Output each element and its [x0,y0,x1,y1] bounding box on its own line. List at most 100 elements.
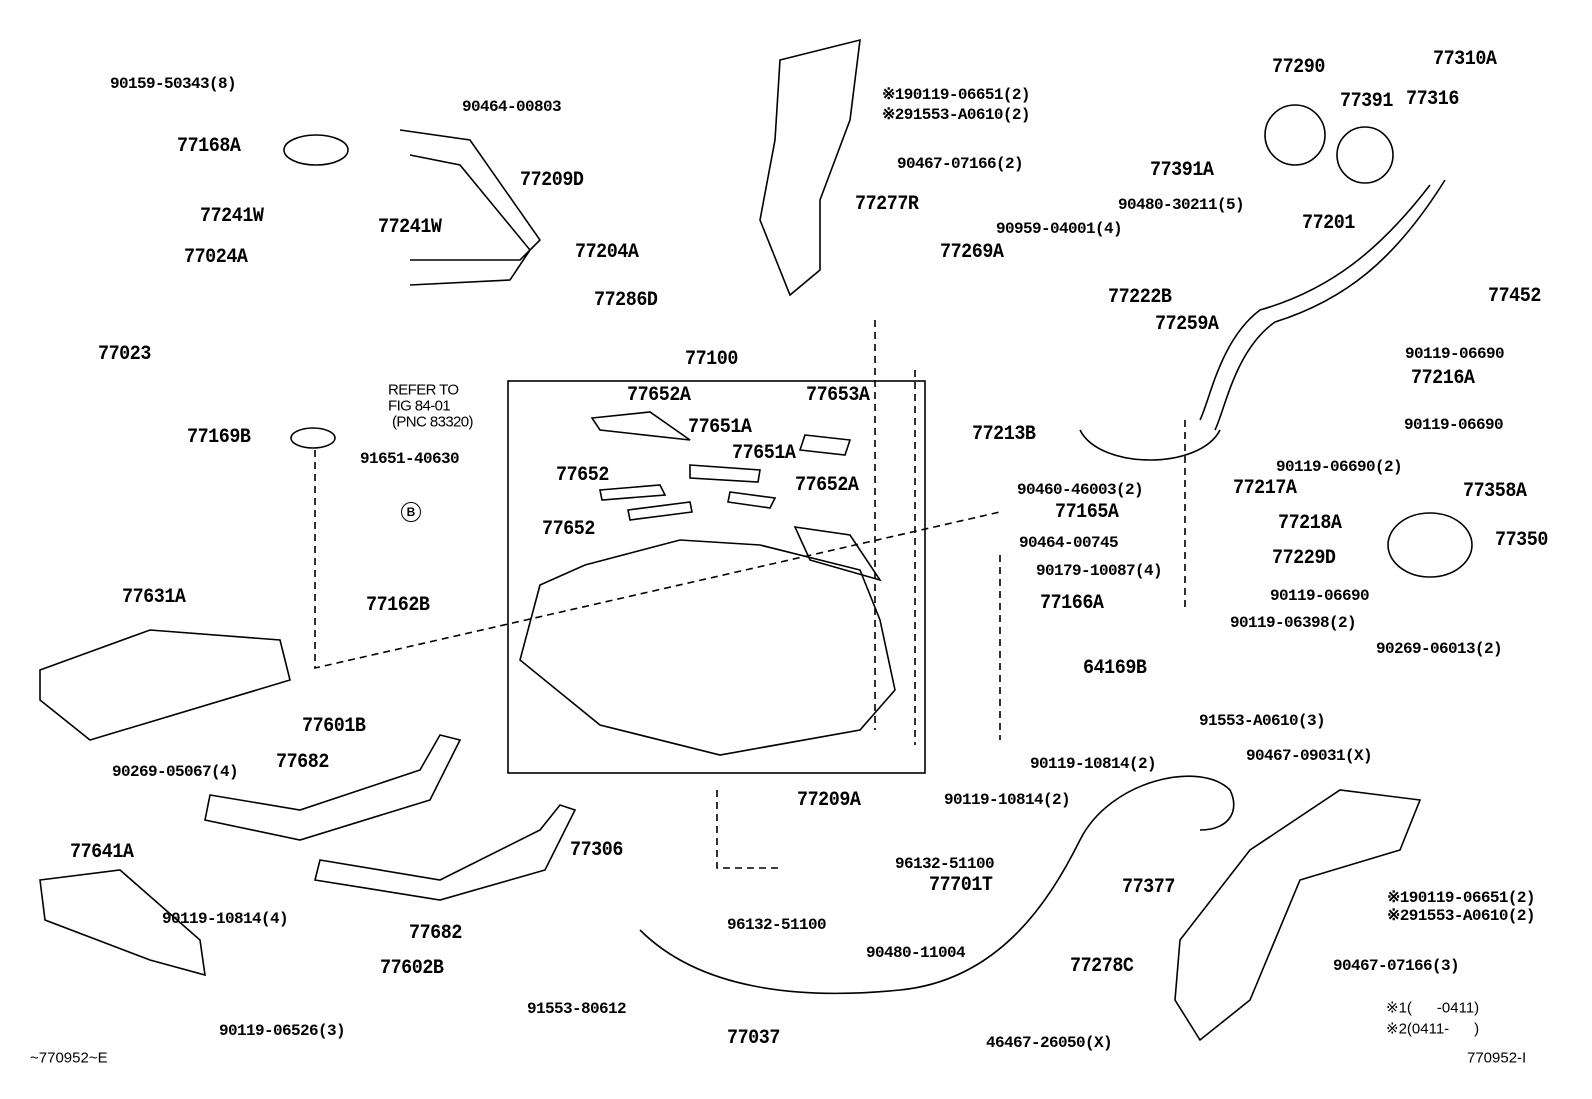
fastener-part-label: 90119-06690(2) [1276,458,1403,476]
fastener-part-label: 90119-06526(3) [219,1022,346,1040]
refer-note-line-3: (PNC 83320) [392,413,474,431]
fuel-tank-group-box [507,380,926,774]
part-number-label: 77652 [542,518,595,541]
part-number-label: 77651A [688,416,752,439]
fastener-part-label: 91651-40630 [360,450,460,468]
applicability-note-1: ※1( -0411) [1386,999,1480,1017]
fastener-part-label: 90119-10814(2) [944,791,1071,809]
part-number-label: 77316 [1406,88,1459,111]
cap-shape [1264,104,1326,166]
fuel-tank-shape [519,539,896,756]
part-number-label: 77653A [806,384,870,407]
fastener-part-label: 90269-05067(4) [112,763,239,781]
part-number-label: 77377 [1122,876,1175,899]
footer-right-code: 770952-I [1467,1049,1527,1067]
fastener-part-label: 90159-50343(8) [110,75,237,93]
tank-pad-shapes [590,411,882,582]
part-number-label: 77651A [732,442,796,465]
fuel-lines-shape [399,129,542,286]
applicability-note-2: ※2(0411- ) [1386,1020,1480,1038]
fastener-part-label: ※190119-06651(2) [1387,889,1535,907]
part-number-label: 77358A [1463,480,1527,503]
fastener-part-label: 90467-07166(3) [1333,957,1460,975]
part-number-label: 77218A [1278,512,1342,535]
leader-dashes [314,320,1186,869]
part-number-label: 77204A [575,241,639,264]
part-number-label: 77168A [177,135,241,158]
part-number-label: 77652A [627,384,691,407]
part-number-label: 77037 [727,1027,780,1050]
part-number-label: 77277R [855,193,919,216]
part-number-label: 77162B [366,594,430,617]
part-number-label: 77024A [184,246,248,269]
fastener-part-label: 90467-07166(2) [897,155,1024,173]
part-number-label: 77241W [378,216,442,239]
fastener-part-label: 96132-51100 [727,916,827,934]
fastener-part-label: 90464-00803 [462,98,562,116]
part-number-label: 77169B [187,426,251,449]
part-number-label: 77310A [1433,48,1497,71]
part-number-label: 77229D [1272,547,1336,570]
part-number-label: 77701T [929,874,993,897]
part-number-label: 77269A [940,241,1004,264]
part-number-label: 77602B [380,957,444,980]
fastener-part-label: 90959-04001(4) [996,220,1123,238]
fastener-part-label: ※291553-A0610(2) [1387,907,1535,925]
part-number-label: 77682 [276,751,329,774]
fastener-part-label: 90179-10087(4) [1036,562,1163,580]
fastener-part-label: 90119-06690 [1270,587,1370,605]
fastener-part-label: 91553-80612 [527,1000,627,1018]
part-number-label: 77452 [1488,285,1541,308]
part-number-label: 77391A [1150,159,1214,182]
fastener-part-label: 90119-10814(2) [1030,755,1157,773]
part-number-label: 77213B [972,423,1036,446]
fastener-part-label: 90467-09031(X) [1246,747,1373,765]
refer-note-line-1: REFER TO [388,381,459,399]
protector-shape-rear [759,38,861,297]
fastener-part-label: ※190119-06651(2) [882,86,1030,104]
footer-left-code: ~770952~E [30,1049,108,1067]
gasket-shape [1336,126,1394,184]
fastener-part-label: 46467-26050(X) [986,1034,1113,1052]
tank-band-shapes [204,734,577,901]
callout-b-circle: B [401,502,421,522]
fastener-part-label: 90464-00745 [1019,534,1119,552]
part-number-label: 77652 [556,464,609,487]
part-number-label: 77391 [1340,90,1393,113]
part-number-label: 77217A [1233,477,1297,500]
part-number-label: 77306 [570,839,623,862]
part-number-label: 77259A [1155,313,1219,336]
part-number-label: 77631A [122,586,186,609]
fastener-part-label: 90119-06398(2) [1230,614,1357,632]
refer-note-line-2: FIG 84-01 [388,397,451,415]
part-number-label: 77682 [409,922,462,945]
sender-gasket-shape [290,427,336,449]
part-number-label: 77222B [1108,286,1172,309]
fastener-part-label: 90119-06690 [1404,416,1504,434]
part-number-label: 77209D [520,169,584,192]
retainer-ring-shape [283,134,349,166]
part-number-label: 77216A [1411,367,1475,390]
side-cover-shapes [39,629,291,977]
part-number-label: 77641A [70,841,134,864]
fastener-part-label: 90460-46003(2) [1017,481,1144,499]
part-number-label: 77241W [200,205,264,228]
part-number-label: 64169B [1083,657,1147,680]
fastener-part-label: 90480-11004 [866,944,966,962]
filler-pipe-shape [1079,179,1446,461]
part-number-label: 77278C [1070,955,1134,978]
fuel-door-shape [1387,512,1473,578]
fastener-part-label: 90119-10814(4) [162,910,289,928]
part-number-label: 77201 [1302,212,1355,235]
part-number-label: 77350 [1495,529,1548,552]
fastener-part-label: 90480-30211(5) [1118,196,1245,214]
part-number-label: 77290 [1272,56,1325,79]
fastener-part-label: 96132-51100 [895,855,995,873]
part-number-label: 77601B [302,715,366,738]
protector-shape-front [1174,789,1422,1042]
part-number-label: 77652A [795,474,859,497]
part-number-label: 77023 [98,343,151,366]
fastener-part-label: 90269-06013(2) [1376,640,1503,658]
